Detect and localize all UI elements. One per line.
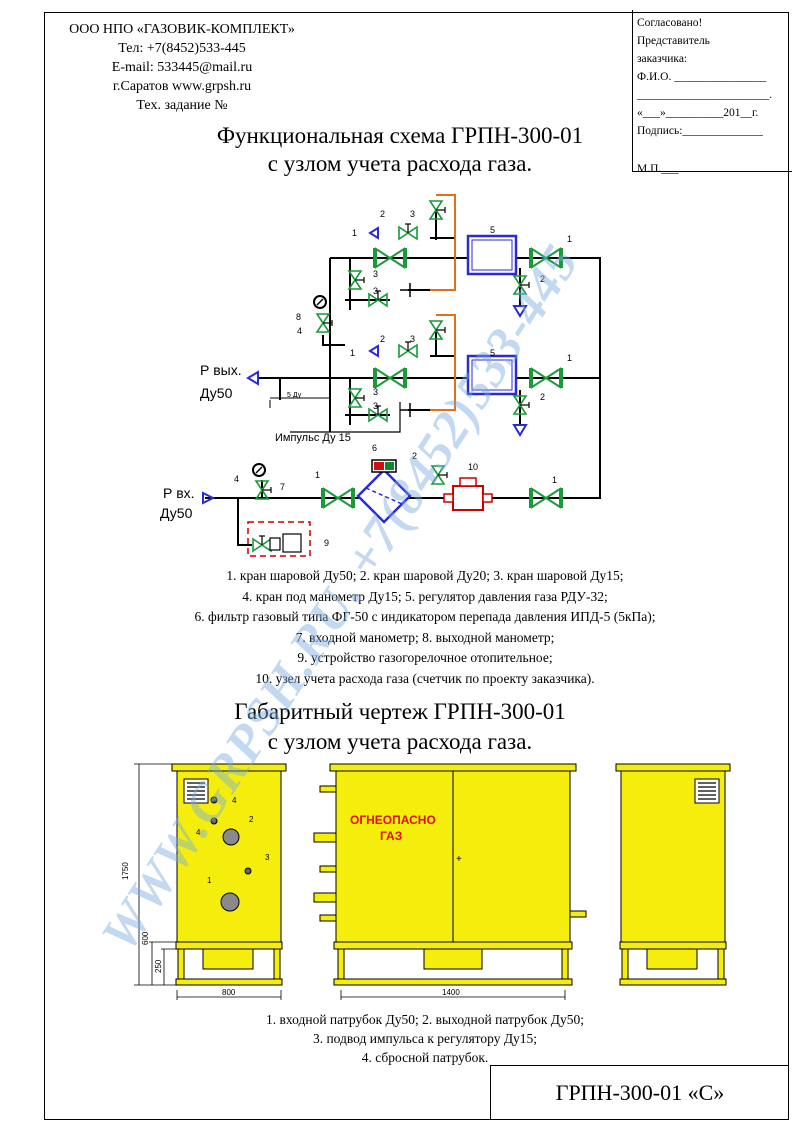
label-5du: 5 Ду xyxy=(287,392,302,399)
label-3a: 3 xyxy=(410,209,415,219)
dimensional-drawing: 4 4 2 3 1 1750 600 250 800 1400 ОГНЕОПАСНО … xyxy=(121,763,731,1000)
legend-dims: 1. входной патрубок Ду50; 2. выходной па… xyxy=(60,1010,790,1067)
label-1e: 1 xyxy=(315,470,320,480)
legend2-line-2: 3. подвод импульса к регулятору Ду15; xyxy=(312,1031,538,1046)
approval-customer: заказчика: xyxy=(637,53,688,65)
label-1a: 1 xyxy=(352,228,357,238)
label-1c: 1 xyxy=(350,348,355,358)
approval-rep: Представитель xyxy=(637,35,710,47)
dim-1750: 1750 xyxy=(121,862,130,880)
svg-text:1: 1 xyxy=(207,876,212,885)
approval-fio: Ф.И.О. ________________ xyxy=(637,71,767,83)
label-10: 10 xyxy=(468,462,478,472)
p-in-label: Р вх. xyxy=(163,485,195,501)
label-3f: 3 xyxy=(373,401,378,411)
approval-sign: Подпись:______________ xyxy=(637,125,763,137)
impulse-label: Импульс Ду 15 xyxy=(275,432,351,444)
p-out-label: Р вых. xyxy=(200,362,242,378)
label-8: 8 xyxy=(296,312,301,322)
label-7: 7 xyxy=(280,482,285,492)
approval-date: «___»__________201__г. xyxy=(637,107,759,119)
label-6: 6 xyxy=(372,443,377,453)
label-3d: 3 xyxy=(373,286,378,296)
approval-block: Согласовано! Представитель заказчика: Ф.… xyxy=(632,10,792,175)
label-1b: 1 xyxy=(567,234,572,244)
label-1f: 1 xyxy=(552,475,557,485)
scheme-title-2: с узлом учета расхода газа. xyxy=(267,151,533,176)
company-city-site: г.Саратов www.grpsh.ru xyxy=(112,79,252,94)
svg-text:4: 4 xyxy=(196,828,201,837)
legend-line-4: 7. входной манометр; 8. выходной маномет… xyxy=(295,629,555,645)
warning-text-1: ОГНЕОПАСНО xyxy=(350,813,436,827)
label-4a: 4 xyxy=(297,326,302,336)
dim-800: 800 xyxy=(222,988,236,997)
svg-text:2: 2 xyxy=(249,815,254,824)
dim-250: 250 xyxy=(154,959,163,973)
label-2c: 2 xyxy=(540,274,545,284)
label-4b: 4 xyxy=(234,474,239,484)
company-block: ООО НПО «ГАЗОВИК-КОМПЛЕКТ» Тел: +7(8452)… xyxy=(48,20,316,115)
legend2-line-1: 1. входной патрубок Ду50; 2. выходной па… xyxy=(266,1012,584,1027)
label-2d: 2 xyxy=(540,392,545,402)
label-2b: 2 xyxy=(380,334,385,344)
label-2a: 2 xyxy=(380,209,385,219)
legend-line-3: 6. фильтр газовый типа ФГ-50 с индикатор… xyxy=(194,609,656,624)
label-1d: 1 xyxy=(567,353,572,363)
title-block-text: ГРПН-300-01 «С» xyxy=(555,1080,725,1105)
label-3e: 3 xyxy=(373,387,378,397)
label-3b: 3 xyxy=(410,334,415,344)
legend-scheme: 1. кран шаровой Ду50; 2. кран шаровой Ду… xyxy=(60,566,790,689)
functional-scheme: 1 1 1 1 1 1 2 2 2 2 2 3 3 3 3 3 3 4 4 5 … xyxy=(160,194,601,557)
dims-title-1: Габаритный чертеж ГРПН-300-01 xyxy=(234,699,566,724)
warning-text-2: ГАЗ xyxy=(380,829,402,843)
approval-mp: М.П.___ xyxy=(637,163,679,175)
du50-out-label: Ду50 xyxy=(200,385,233,401)
label-3c: 3 xyxy=(373,269,378,279)
legend2-line-3: 4. сбросной патрубок. xyxy=(361,1050,489,1065)
du50-in-label: Ду50 xyxy=(160,505,193,521)
door-handle: + xyxy=(456,854,462,865)
cabinet-rear-view xyxy=(615,763,731,986)
label-9: 9 xyxy=(324,538,329,548)
legend-line-1: 1. кран шаровой Ду50; 2. кран шаровой Ду… xyxy=(226,568,624,583)
label-5a: 5 xyxy=(490,225,495,235)
dims-title-2: с узлом учета расхода газа. xyxy=(267,729,533,754)
legend-line-2: 4. кран под манометр Ду15; 5. регулятор … xyxy=(242,588,608,604)
tech-task: Тех. задание № xyxy=(136,98,228,113)
scheme-title-1: Функциональная схема ГРПН-300-01 xyxy=(216,123,584,148)
company-email: E-mail: 533445@mail.ru xyxy=(111,60,253,75)
approval-agreed: Согласовано! xyxy=(637,17,703,29)
dim-1400: 1400 xyxy=(442,988,460,997)
svg-text:3: 3 xyxy=(265,853,270,862)
label-2e: 2 xyxy=(412,451,417,461)
title-block: ГРПН-300-01 «С» xyxy=(490,1065,789,1120)
approval-line: _______________________. xyxy=(637,89,773,101)
label-5b: 5 xyxy=(490,348,495,358)
drawing-frame xyxy=(44,12,789,1120)
legend-line-5: 9. устройство газогорелочное отопительно… xyxy=(297,650,553,665)
cabinet-front-view: ОГНЕОПАСНО ГАЗ + xyxy=(313,763,587,986)
company-name: ООО НПО «ГАЗОВИК-КОМПЛЕКТ» xyxy=(69,22,295,37)
svg-text:4: 4 xyxy=(232,796,237,805)
cabinet-side-view: 4 4 2 3 1 xyxy=(171,763,287,986)
dim-600: 600 xyxy=(141,931,150,945)
legend-line-6: 10. узел учета расхода газа (счетчик по … xyxy=(255,670,595,686)
company-phone: Тел: +7(8452)533-445 xyxy=(118,41,246,56)
